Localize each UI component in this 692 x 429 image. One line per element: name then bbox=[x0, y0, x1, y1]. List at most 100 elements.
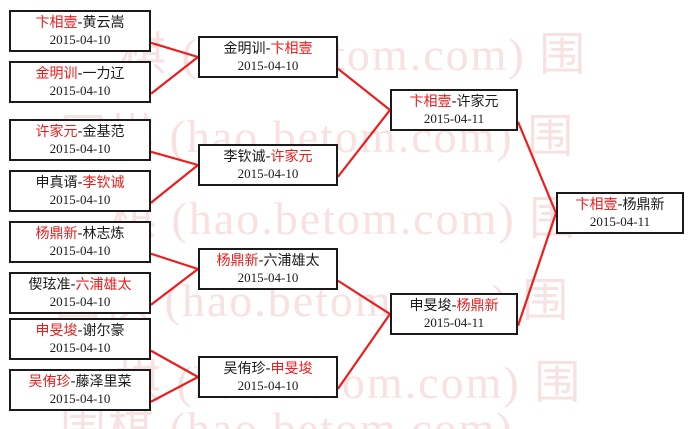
versus-separator: - bbox=[617, 196, 623, 213]
versus-separator: - bbox=[451, 93, 457, 110]
winner-name: 申旻埈 bbox=[35, 322, 78, 339]
connector-line bbox=[337, 67, 391, 111]
loser-name: 谢尔豪 bbox=[82, 322, 125, 339]
winner-name: 卞相壹 bbox=[575, 196, 618, 213]
winner-name: 卞相壹 bbox=[270, 40, 313, 57]
winner-name: 李钦诚 bbox=[82, 174, 125, 191]
loser-name: 林志炼 bbox=[82, 225, 125, 242]
match-date: 2015-04-10 bbox=[49, 82, 111, 98]
match-players: 金明训-卞相壹 bbox=[223, 41, 312, 58]
versus-separator: - bbox=[451, 297, 457, 314]
match-players: 吴侑珍-申旻埈 bbox=[223, 361, 312, 378]
connector-line bbox=[150, 41, 199, 59]
match-date: 2015-04-10 bbox=[49, 31, 111, 47]
connector-line bbox=[337, 109, 391, 178]
match-players: 申旻埈-谢尔豪 bbox=[35, 323, 124, 340]
loser-name: 许家元 bbox=[456, 93, 499, 110]
winner-name: 金明训 bbox=[35, 65, 78, 82]
match-date: 2015-04-10 bbox=[49, 191, 111, 207]
versus-separator: - bbox=[77, 123, 83, 140]
connector-line bbox=[516, 121, 558, 214]
match-players: 偰玹准-六浦雄太 bbox=[28, 277, 131, 294]
connector-line bbox=[150, 150, 199, 167]
match-players: 许家元-金基范 bbox=[35, 124, 124, 141]
connector-line bbox=[150, 164, 199, 204]
loser-name: 藤泽里菜 bbox=[75, 373, 132, 390]
versus-separator: - bbox=[265, 360, 271, 377]
versus-separator: - bbox=[77, 14, 83, 31]
match-date: 2015-04-10 bbox=[237, 57, 299, 73]
connector-line bbox=[150, 252, 199, 271]
connector-line bbox=[337, 279, 391, 315]
connector-line bbox=[150, 56, 199, 95]
match-players: 杨鼎新-林志炼 bbox=[35, 226, 124, 243]
match-players: 卞相壹-许家元 bbox=[409, 94, 498, 111]
match-players: 申真谞-李钦诚 bbox=[35, 175, 124, 192]
winner-name: 杨鼎新 bbox=[216, 252, 259, 269]
loser-name: 偰玹准 bbox=[28, 276, 71, 293]
match-date: 2015-04-10 bbox=[237, 165, 299, 181]
connector-line bbox=[337, 313, 391, 390]
match-date: 2015-04-11 bbox=[423, 110, 485, 126]
versus-separator: - bbox=[77, 225, 83, 242]
versus-separator: - bbox=[258, 252, 264, 269]
match-date: 2015-04-10 bbox=[49, 293, 111, 309]
match-date: 2015-04-10 bbox=[237, 269, 299, 285]
match-players: 申旻埈-杨鼎新 bbox=[409, 298, 498, 315]
match-date: 2015-04-11 bbox=[423, 314, 485, 330]
winner-name: 卞相壹 bbox=[35, 14, 78, 31]
loser-name: 申真谞 bbox=[35, 174, 78, 191]
winner-name: 许家元 bbox=[270, 148, 313, 165]
versus-separator: - bbox=[77, 322, 83, 339]
connector-line bbox=[516, 212, 558, 327]
versus-separator: - bbox=[70, 373, 76, 390]
match-date: 2015-04-10 bbox=[237, 377, 299, 393]
loser-name: 六浦雄太 bbox=[263, 252, 320, 269]
match-date: 2015-04-10 bbox=[49, 339, 111, 355]
winner-name: 杨鼎新 bbox=[456, 297, 499, 314]
loser-name: 金明训 bbox=[223, 40, 266, 57]
versus-separator: - bbox=[70, 276, 76, 293]
connector-line bbox=[150, 349, 199, 378]
versus-separator: - bbox=[77, 174, 83, 191]
match-players: 吴侑珍-藤泽里菜 bbox=[28, 374, 131, 391]
winner-name: 杨鼎新 bbox=[35, 225, 78, 242]
winner-name: 申旻埈 bbox=[270, 360, 313, 377]
connector-line bbox=[150, 376, 199, 403]
match-date: 2015-04-10 bbox=[49, 242, 111, 258]
match-date: 2015-04-11 bbox=[589, 213, 651, 229]
match-players: 杨鼎新-六浦雄太 bbox=[216, 253, 319, 270]
connector-line bbox=[150, 268, 199, 306]
winner-name: 卞相壹 bbox=[409, 93, 452, 110]
loser-name: 一力辽 bbox=[82, 65, 125, 82]
match-players: 卞相壹-黄云嵩 bbox=[35, 15, 124, 32]
match-date: 2015-04-10 bbox=[49, 390, 111, 406]
versus-separator: - bbox=[77, 65, 83, 82]
winner-name: 许家元 bbox=[35, 123, 78, 140]
winner-name: 吴侑珍 bbox=[28, 373, 71, 390]
loser-name: 黄云嵩 bbox=[82, 14, 125, 31]
loser-name: 李钦诚 bbox=[223, 148, 266, 165]
winner-name: 六浦雄太 bbox=[75, 276, 132, 293]
match-players: 李钦诚-许家元 bbox=[223, 149, 312, 166]
match-date: 2015-04-10 bbox=[49, 140, 111, 156]
loser-name: 吴侑珍 bbox=[223, 360, 266, 377]
loser-name: 金基范 bbox=[82, 123, 125, 140]
